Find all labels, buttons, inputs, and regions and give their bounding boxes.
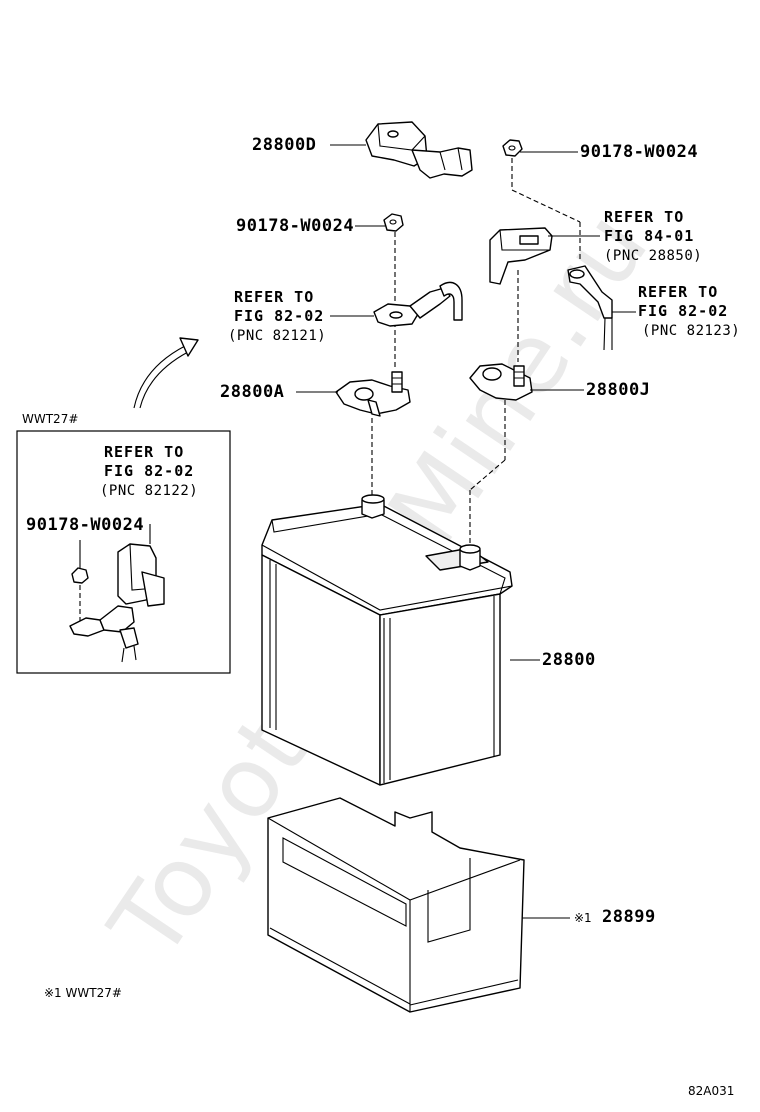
- figure-code: 82A031: [688, 1084, 735, 1098]
- terminal-clamp-icon: [335, 371, 411, 417]
- nut-icon: [502, 139, 523, 157]
- inset-box: [16, 430, 231, 674]
- footnote: ※1 WWT27#: [44, 986, 122, 1000]
- terminal-clamp-icon: [469, 363, 533, 401]
- part-number-28800A[interactable]: 28800A: [220, 382, 285, 402]
- battery-cover-icon: [365, 121, 473, 179]
- note-mark: ※1: [574, 911, 592, 925]
- nut-icon: [383, 213, 404, 232]
- battery-tray-icon: [267, 797, 525, 1013]
- curved-arrow-icon: [133, 337, 199, 409]
- part-number-90178-inset[interactable]: 90178-W0024: [26, 515, 145, 535]
- battery-icon: [261, 494, 513, 786]
- refer-line-1: REFER TO: [604, 208, 685, 226]
- refer-line-2: FIG 82-02: [234, 307, 325, 325]
- part-number-90178-top[interactable]: 90178-W0024: [580, 142, 699, 162]
- part-number-28800J[interactable]: 28800J: [586, 380, 651, 400]
- refer-line-1: REFER TO: [234, 288, 315, 306]
- refer-line-3: (PNC 82121): [228, 328, 327, 344]
- refer-line-1: REFER TO: [638, 283, 719, 301]
- refer-line-3: (PNC 82123): [642, 323, 741, 339]
- refer-line-2: FIG 82-02: [638, 302, 729, 320]
- part-number-90178-mid[interactable]: 90178-W0024: [236, 216, 355, 236]
- part-number-28800D[interactable]: 28800D: [252, 135, 317, 155]
- part-number-28899[interactable]: 28899: [602, 907, 656, 927]
- terminal-cover-icon: [489, 227, 613, 351]
- refer-line-3: (PNC 28850): [604, 248, 703, 264]
- inset-title: WWT27#: [22, 412, 79, 426]
- refer-line-1: REFER TO: [104, 443, 185, 461]
- part-number-28800[interactable]: 28800: [542, 650, 596, 670]
- refer-line-2: FIG 84-01: [604, 227, 695, 245]
- refer-line-2: FIG 82-02: [104, 462, 195, 480]
- refer-line-3: (PNC 82122): [100, 483, 199, 499]
- terminal-clamp-icon: [373, 281, 463, 327]
